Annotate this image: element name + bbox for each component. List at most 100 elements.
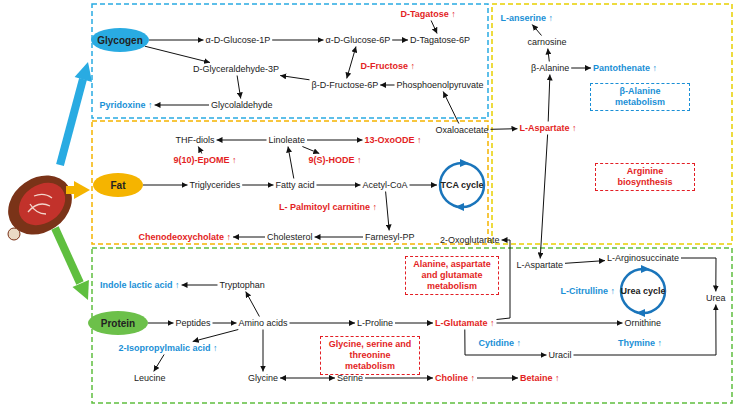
metabolite-node: Betaine ↑ — [518, 372, 562, 385]
node-label: D-Fructose ↑ — [361, 61, 416, 71]
node-label: 2-Isopropylmalic acid ↑ — [119, 343, 218, 353]
node-label: Phosphoenolpyruvate — [397, 80, 484, 90]
cycle-circle: TCA cycle — [437, 160, 487, 210]
node-label: β-Alanine — [531, 63, 569, 73]
region-box — [492, 4, 732, 244]
pathway-arrow — [380, 85, 394, 86]
metabolite-node: β-Alanine — [529, 62, 571, 75]
metabolite-node: Tryptophan — [218, 279, 267, 292]
metabolite-node: D-Fructose ↑ — [359, 60, 418, 73]
metabolite-node: Pantothenate ↑ — [591, 62, 659, 75]
node-label: D-Glyceraldehyde-3P — [193, 64, 279, 74]
pathway-arrow — [431, 21, 437, 34]
metabolite-node: Ornithine — [623, 317, 664, 330]
node-label: 13-OxoODE ↑ — [365, 135, 422, 145]
node-label: Choline ↑ — [435, 373, 475, 383]
node-label: β-Alanine metabolism — [615, 86, 665, 107]
node-label: Chenodeoxycholate ↑ — [139, 232, 232, 242]
node-label: Pantothenate ↑ — [593, 63, 657, 73]
metabolite-node: D-Tagatose-6P — [408, 34, 472, 47]
node-label: TCA cycle — [440, 180, 483, 191]
node-label: D-Tagatose ↑ — [401, 9, 456, 19]
pathway-arrow — [540, 135, 547, 259]
metabolite-node: Leucine — [132, 372, 168, 385]
metabolite-node: Cytidine ↑ — [477, 337, 524, 350]
pathway-arrow — [149, 40, 204, 41]
metabolite-node: Serine — [335, 372, 365, 385]
category-arrow — [60, 62, 92, 165]
node-label: Glycolaldehyde — [211, 100, 273, 110]
ham-illustration — [0, 163, 83, 246]
metabolite-node: L- Palmitoyl carnitine ↑ — [277, 201, 379, 214]
pathway-arrow — [148, 323, 174, 324]
pathway-box: Arginine biosynthesis — [595, 163, 695, 191]
node-label: Amino acids — [239, 318, 288, 328]
pathway-arrow — [465, 330, 547, 356]
metabolite-node: D-Tagatose ↑ — [399, 8, 458, 21]
metabolite-node: L-Glutamate ↑ — [433, 317, 497, 330]
node-label: Serine — [337, 373, 363, 383]
node-label: α-D-Glucose-1P — [206, 35, 271, 45]
node-label: L-Aspartate ↑ — [520, 123, 577, 133]
metabolite-node: Oxaloacetate — [434, 124, 491, 137]
pathway-arrow — [571, 68, 591, 69]
pathway-arrow — [317, 185, 361, 186]
node-label: Acetyl-CoA — [363, 180, 408, 190]
metabolite-node: 2-Isopropylmalic acid ↑ — [117, 342, 220, 355]
pathway-arrow — [565, 261, 605, 264]
pathway-arrow — [532, 25, 541, 36]
metabolite-node: 9(10)-EpOME ↑ — [172, 154, 239, 167]
node-label: Farnesyl-PP — [365, 232, 415, 242]
metabolite-node: L-Aspartate ↑ — [518, 122, 579, 135]
node-label: Triglycerides — [190, 180, 241, 190]
cycle-circle: Urea cycle — [618, 266, 668, 316]
node-label: Urea — [706, 293, 726, 303]
node-label: Cytidine ↑ — [479, 338, 522, 348]
node-label: Indole lactic acid ↑ — [100, 280, 180, 290]
metabolite-node: Urea — [704, 292, 728, 305]
pathway-arrow — [182, 285, 218, 286]
metabolite-node: THF-diols — [174, 134, 217, 147]
pathway-arrow — [143, 185, 188, 186]
metabolite-node: L-Aspartate — [515, 259, 566, 272]
metabolite-node: Uracil — [547, 349, 574, 362]
pathway-arrow — [302, 147, 319, 154]
node-label: Uracil — [549, 350, 572, 360]
pathway-arrow — [145, 46, 210, 62]
region-box — [92, 4, 488, 118]
node-label: Arginine biosynthesis — [617, 166, 672, 187]
pathway-arrow — [497, 323, 623, 324]
pathway-arrow — [213, 323, 237, 324]
metabolite-node: Glycine — [246, 372, 280, 385]
node-label: Glycogen — [97, 35, 143, 46]
metabolite-node: Pyridoxine ↑ — [98, 99, 155, 112]
pathway-arrow — [548, 49, 550, 62]
pathway-arrow — [198, 147, 202, 154]
node-label: D-Tagatose-6P — [410, 35, 470, 45]
pathway-arrow — [307, 140, 363, 141]
pathway-arrow — [681, 258, 716, 292]
node-label: α-D-Glucose-6P — [326, 35, 391, 45]
node-label: L-Proline — [357, 318, 393, 328]
pathway-arrow — [574, 305, 717, 356]
node-label: Tryptophan — [220, 280, 265, 290]
node-label: Ornithine — [625, 318, 662, 328]
node-label: THF-diols — [176, 135, 215, 145]
pathway-arrow — [491, 128, 518, 130]
metabolite-node: 13-OxoODE ↑ — [363, 134, 424, 147]
metabolite-node: D-Glyceraldehyde-3P — [191, 63, 281, 76]
metabolite-node: L-Arginosuccinate — [605, 252, 681, 265]
node-label: Fat — [111, 180, 126, 191]
node-label: carnosine — [528, 37, 567, 47]
pathway-arrow — [315, 237, 364, 238]
node-label: 2-Oxoglutarate — [440, 235, 500, 245]
metabolite-node: L-Citrulline ↑ — [559, 285, 618, 298]
metabolite-node: carnosine — [526, 36, 569, 49]
metabolite-node: Triglycerides — [188, 179, 243, 192]
metabolite-node: L-Proline — [355, 317, 395, 330]
node-label: Glycine — [248, 373, 278, 383]
pathway-arrow — [237, 76, 241, 99]
metabolite-node: Linoleate — [267, 134, 308, 147]
pathway-arrow — [395, 323, 433, 324]
